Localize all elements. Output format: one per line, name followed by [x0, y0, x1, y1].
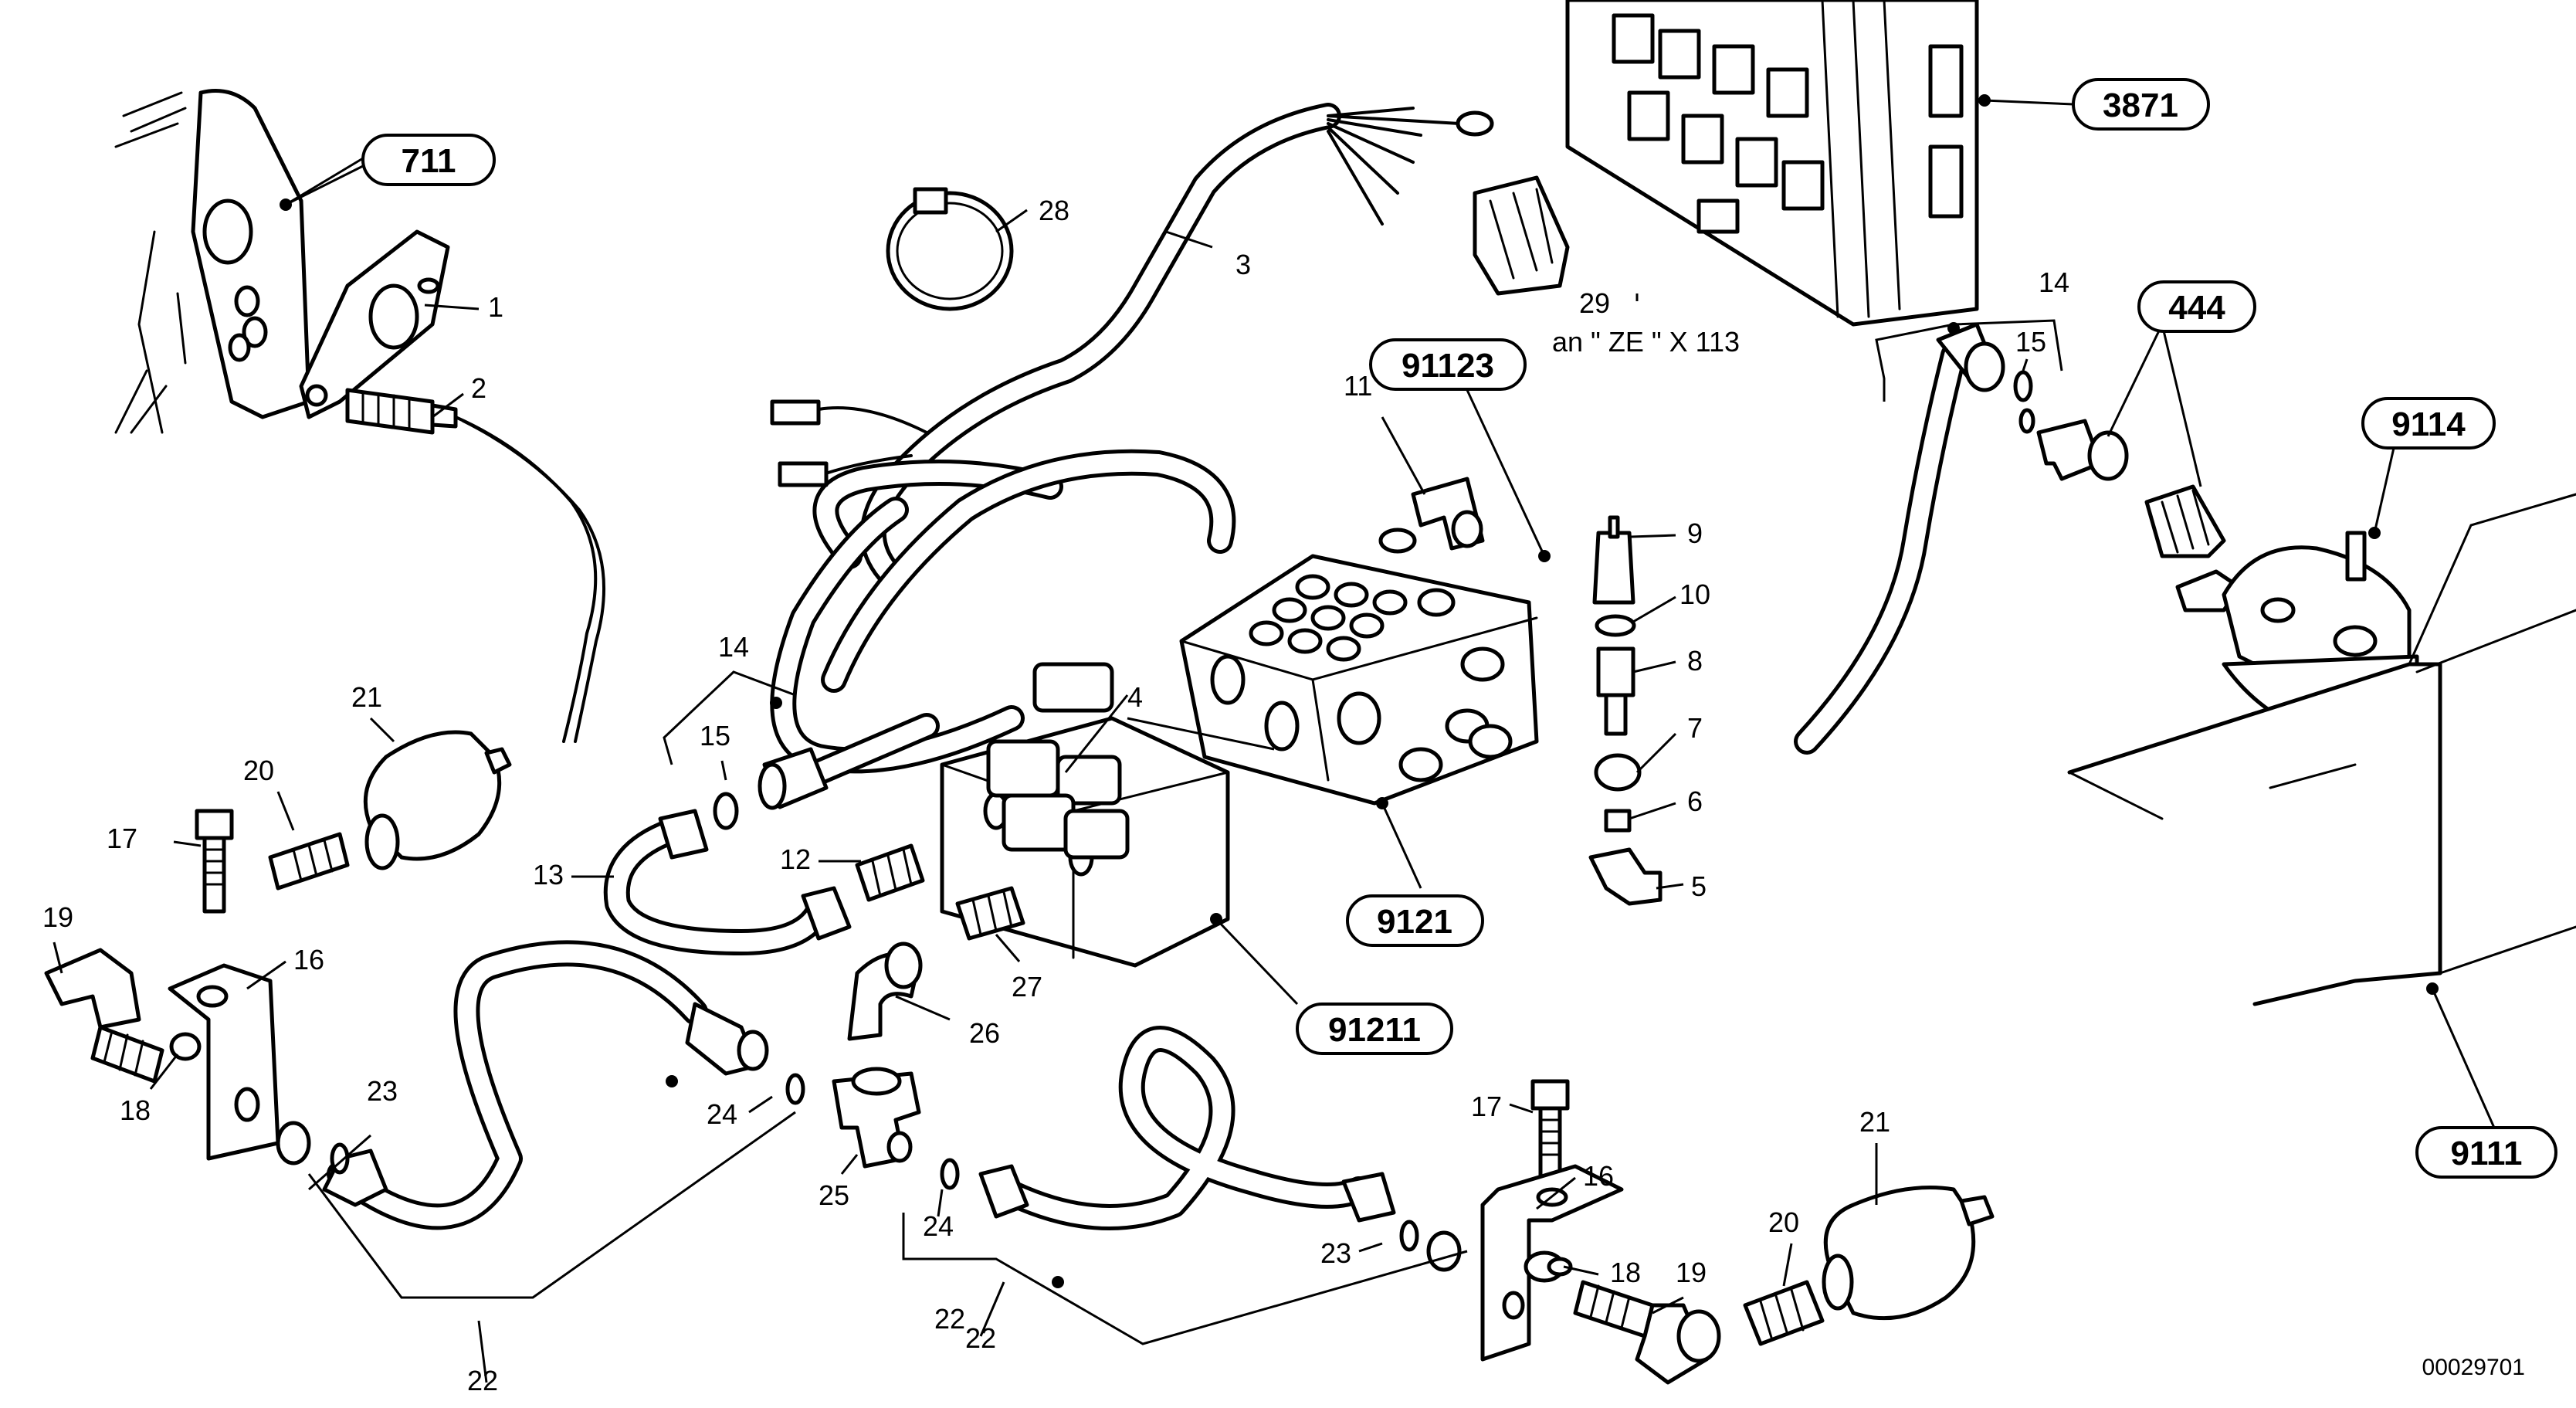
- hose-part-22-left: [276, 940, 769, 1230]
- ref-badge-711: 711: [361, 134, 496, 186]
- callout-22-mid: 22: [934, 1303, 965, 1335]
- frame-711-drawing: [114, 89, 311, 434]
- callout-14-right: 14: [2039, 266, 2069, 298]
- callout-13: 13: [533, 859, 564, 891]
- hose-part-14-middle: [758, 713, 940, 810]
- fitting-444: [2036, 419, 2226, 558]
- callout-25: 25: [819, 1179, 849, 1211]
- callout-18-right: 18: [1610, 1257, 1641, 1288]
- bolt-part-17-left: [195, 809, 234, 914]
- ref-91123-label: 91123: [1402, 347, 1494, 385]
- ref-3871-label: 3871: [2103, 87, 2178, 124]
- callout-9: 9: [1687, 517, 1703, 549]
- callout-15-middle: 15: [700, 720, 730, 751]
- ref-badge-3871: 3871: [2072, 78, 2210, 131]
- callout-numbers: 1 2 3 4 5 6 7 8 9 10 11 12 13 14 14 15 1…: [42, 195, 2069, 1396]
- fitting-stack-5-10: [1588, 515, 1663, 906]
- callout-3: 3: [1235, 249, 1251, 280]
- bolt-part-17-right: [1530, 1079, 1570, 1184]
- callout-19-left: 19: [42, 901, 73, 933]
- reference-leaders: [280, 94, 2496, 1288]
- return-hose: [770, 449, 1236, 774]
- ref-badge-9111: 9111: [2415, 1126, 2557, 1179]
- callout-17-left: 17: [107, 823, 137, 854]
- ref-badge-444: 444: [2137, 280, 2256, 333]
- tank-9111: [2067, 493, 2576, 1006]
- callout-2: 2: [471, 372, 486, 404]
- callout-21-left: 21: [351, 681, 382, 713]
- ref-9121-label: 9121: [1377, 903, 1452, 941]
- hose-part-22-middle: [978, 1026, 1462, 1272]
- callout-19-right: 19: [1676, 1257, 1707, 1288]
- connector-note: an " ZE " X 113: [1552, 326, 1740, 358]
- callout-22-right: 22: [965, 1322, 996, 1354]
- callout-8: 8: [1687, 645, 1703, 677]
- callout-20-right: 20: [1768, 1206, 1799, 1238]
- callout-16-right: 16: [1583, 1160, 1614, 1192]
- callout-20-left: 20: [243, 755, 274, 786]
- callout-5: 5: [1691, 870, 1707, 902]
- ref-711-label: 711: [402, 142, 456, 180]
- callout-10: 10: [1679, 578, 1710, 610]
- callout-23-right: 23: [1320, 1237, 1351, 1269]
- callout-24-left: 24: [707, 1098, 737, 1130]
- bracket-part-1: [299, 229, 450, 419]
- ref-badge-91123: 91123: [1369, 338, 1527, 391]
- sensor-part-2: [345, 388, 606, 743]
- callout-12: 12: [780, 843, 811, 875]
- callout-29: 29: [1579, 287, 1610, 319]
- fitting-part-27: [955, 886, 1025, 941]
- ref-badge-9121: 9121: [1346, 894, 1484, 947]
- leader-lines: [53, 165, 2063, 1383]
- tee-part-25: [832, 1067, 921, 1169]
- callout-24-right: 24: [923, 1210, 954, 1242]
- ref-444-label: 444: [2168, 289, 2225, 327]
- callout-4: 4: [1127, 681, 1143, 713]
- callout-15-right: 15: [2015, 326, 2046, 358]
- callout-22-left: 22: [467, 1365, 498, 1396]
- elbow-part-19-right: [1573, 1280, 1721, 1385]
- elbow-part-11: [1411, 477, 1485, 551]
- callout-23-left: 23: [367, 1075, 398, 1107]
- control-valve-9121: [1179, 528, 1539, 806]
- ref-9114-label: 9114: [2391, 405, 2466, 443]
- callout-14-middle: 14: [718, 631, 749, 663]
- elbow-part-19-left: [44, 948, 202, 1084]
- callout-7: 7: [1687, 712, 1703, 744]
- hose-part-14-right: [1794, 322, 2035, 755]
- ref-91211-label: 91211: [1328, 1011, 1421, 1049]
- hose-part-13: [603, 809, 852, 955]
- callout-21-right: 21: [1859, 1106, 1890, 1138]
- callout-26: 26: [969, 1017, 1000, 1049]
- harness-part-3: [770, 103, 1494, 585]
- clamp-part-28: [886, 187, 1014, 311]
- accumulator-21-left: [268, 730, 512, 891]
- connector-part-29: [1473, 175, 1570, 296]
- callout-18-left: 18: [120, 1094, 151, 1126]
- accumulator-21-right: [1743, 1186, 1995, 1346]
- ref-badge-9114: 9114: [2361, 397, 2496, 450]
- callout-16-left: 16: [293, 944, 324, 975]
- callout-28: 28: [1039, 195, 1069, 226]
- elbow-part-26: [847, 941, 923, 1041]
- ref-badge-91211: 91211: [1296, 1003, 1453, 1055]
- callout-27: 27: [1012, 971, 1042, 1003]
- callout-1: 1: [488, 291, 503, 323]
- callout-11: 11: [1344, 370, 1372, 402]
- drawing-number: 00029701: [2422, 1355, 2525, 1380]
- fitting-part-12: [855, 843, 925, 902]
- ref-9111-label: 9111: [2450, 1135, 2522, 1172]
- control-unit-3871: [1565, 0, 1979, 327]
- callout-6: 6: [1687, 785, 1703, 817]
- bracket-part-16-left: [168, 963, 280, 1161]
- callout-17-right: 17: [1471, 1091, 1502, 1122]
